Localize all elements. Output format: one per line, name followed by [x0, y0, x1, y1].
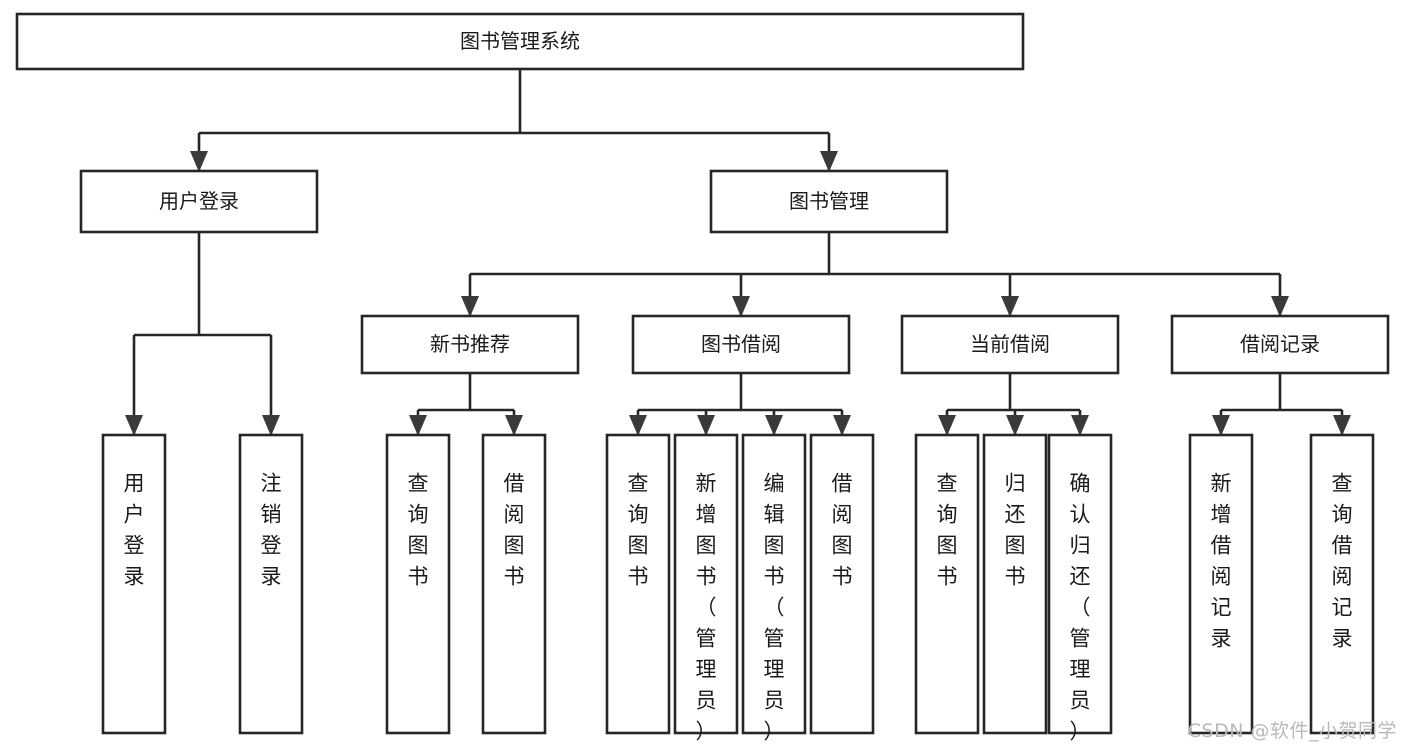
node-label-leaf-query-book-recommend: 查询图书: [408, 472, 429, 589]
csdn-watermark: CSDN @软件_小贺同学: [1187, 720, 1397, 742]
node-leaf-return-book[interactable]: 归还图书: [982, 433, 1048, 735]
node-label-leaf-logout: 注销登录: [261, 472, 282, 589]
arrow-to-leaf-edit-book: [765, 415, 783, 436]
arrow-to-book-management: [820, 151, 838, 172]
arrow-to-current-borrow: [1001, 296, 1019, 317]
node-label-leaf-edit-book: 编辑图书（管理员）: [764, 472, 785, 744]
arrow-to-borrow-record: [1271, 296, 1289, 317]
node-label-borrow-record: 借阅记录: [1240, 332, 1320, 356]
arrow-to-leaf-return-book: [1006, 415, 1024, 436]
node-box-leaf-user-login[interactable]: [101, 433, 167, 735]
arrow-to-leaf-confirm-return: [1071, 415, 1089, 436]
arrow-to-leaf-query-book-recommend: [409, 415, 427, 436]
node-leaf-borrow-book-recommend[interactable]: 借阅图书: [481, 433, 547, 735]
node-box-book-management[interactable]: [709, 169, 949, 234]
arrow-to-leaf-query-book-current: [938, 415, 956, 436]
arrow-to-leaf-logout: [262, 415, 280, 436]
node-label-leaf-query-book-borrow: 查询图书: [628, 472, 649, 589]
node-box-leaf-confirm-return[interactable]: [1047, 433, 1113, 735]
arrow-to-leaf-query-borrow-record: [1333, 415, 1351, 436]
node-box-leaf-return-book[interactable]: [982, 433, 1048, 735]
node-box-leaf-query-book-recommend[interactable]: [385, 433, 451, 735]
node-leaf-query-book-current[interactable]: 查询图书: [914, 433, 980, 735]
node-box-current-borrow[interactable]: [900, 314, 1120, 375]
node-label-leaf-query-borrow-record: 查询借阅记录: [1332, 472, 1353, 651]
node-label-book-borrow: 图书借阅: [701, 332, 781, 356]
node-box-leaf-query-borrow-record[interactable]: [1309, 433, 1375, 735]
node-label-leaf-borrow-book: 借阅图书: [832, 472, 853, 589]
node-current-borrow[interactable]: 当前借阅: [900, 314, 1120, 375]
node-label-leaf-add-borrow-record: 新增借阅记录: [1211, 472, 1232, 651]
node-box-leaf-borrow-book[interactable]: [809, 433, 875, 735]
node-label-current-borrow: 当前借阅: [970, 332, 1050, 356]
node-label-user-login: 用户登录: [159, 189, 239, 213]
node-box-leaf-edit-book[interactable]: [741, 433, 807, 735]
node-leaf-user-login[interactable]: 用户登录: [101, 433, 167, 735]
node-leaf-query-borrow-record[interactable]: 查询借阅记录: [1309, 433, 1375, 735]
node-box-leaf-query-book-borrow[interactable]: [605, 433, 671, 735]
node-layer: 图书管理系统用户登录图书管理新书推荐图书借阅当前借阅借阅记录用户登录注销登录查询…: [15, 12, 1390, 744]
node-box-leaf-add-book[interactable]: [673, 433, 739, 735]
node-leaf-confirm-return[interactable]: 确认归还（管理员）: [1047, 433, 1113, 744]
node-label-leaf-confirm-return: 确认归还（管理员）: [1070, 472, 1091, 744]
node-leaf-edit-book[interactable]: 编辑图书（管理员）: [741, 433, 807, 744]
node-box-leaf-borrow-book-recommend[interactable]: [481, 433, 547, 735]
node-borrow-record[interactable]: 借阅记录: [1170, 314, 1390, 375]
arrow-to-leaf-query-book-borrow: [629, 415, 647, 436]
node-box-root[interactable]: [15, 12, 1025, 71]
node-box-leaf-query-book-current[interactable]: [914, 433, 980, 735]
node-box-book-borrow[interactable]: [631, 314, 851, 375]
node-leaf-query-book-recommend[interactable]: 查询图书: [385, 433, 451, 735]
node-label-leaf-borrow-book-recommend: 借阅图书: [504, 472, 525, 589]
node-box-leaf-logout[interactable]: [238, 433, 304, 735]
node-label-leaf-user-login: 用户登录: [124, 472, 145, 589]
arrow-to-book-borrow: [732, 296, 750, 317]
arrow-to-leaf-borrow-book: [833, 415, 851, 436]
arrow-to-leaf-add-book: [697, 415, 715, 436]
node-leaf-query-book-borrow[interactable]: 查询图书: [605, 433, 671, 735]
node-label-book-management: 图书管理: [789, 189, 869, 213]
node-leaf-add-borrow-record[interactable]: 新增借阅记录: [1188, 433, 1254, 735]
node-label-new-book-recommend: 新书推荐: [430, 332, 510, 356]
node-leaf-borrow-book[interactable]: 借阅图书: [809, 433, 875, 735]
node-label-leaf-query-book-current: 查询图书: [937, 472, 958, 589]
arrow-to-leaf-borrow-book-recommend: [505, 415, 523, 436]
node-new-book-recommend[interactable]: 新书推荐: [360, 314, 580, 375]
arrow-to-user-login: [190, 151, 208, 172]
node-book-management[interactable]: 图书管理: [709, 169, 949, 234]
node-label-leaf-add-book: 新增图书（管理员）: [696, 472, 717, 744]
arrow-to-leaf-add-borrow-record: [1212, 415, 1230, 436]
node-root[interactable]: 图书管理系统: [15, 12, 1025, 71]
node-book-borrow[interactable]: 图书借阅: [631, 314, 851, 375]
node-box-new-book-recommend[interactable]: [360, 314, 580, 375]
arrow-to-new-book-recommend: [461, 296, 479, 317]
arrow-to-leaf-user-login: [125, 415, 143, 436]
node-user-login[interactable]: 用户登录: [79, 169, 319, 234]
node-leaf-logout[interactable]: 注销登录: [238, 433, 304, 735]
node-label-leaf-return-book: 归还图书: [1005, 472, 1026, 589]
node-box-user-login[interactable]: [79, 169, 319, 234]
node-box-leaf-add-borrow-record[interactable]: [1188, 433, 1254, 735]
node-box-borrow-record[interactable]: [1170, 314, 1390, 375]
node-label-root: 图书管理系统: [460, 29, 580, 53]
node-leaf-add-book[interactable]: 新增图书（管理员）: [673, 433, 739, 744]
connector-layer: [125, 69, 1351, 436]
